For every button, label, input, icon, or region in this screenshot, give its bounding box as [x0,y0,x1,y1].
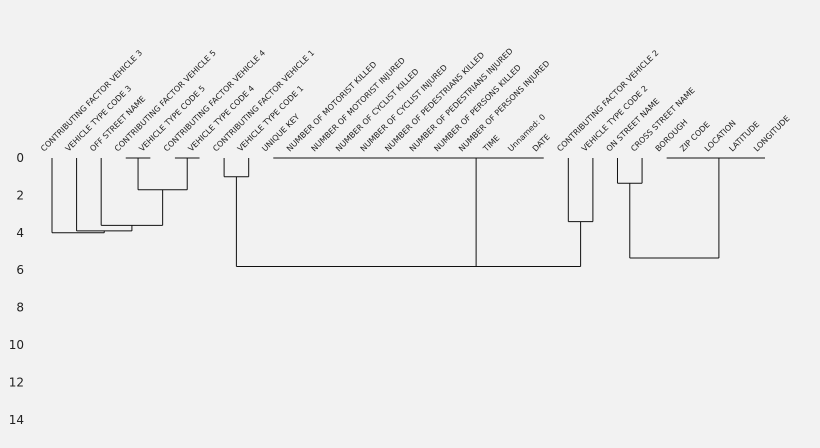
y-tick-label: 0 [16,151,24,165]
leaf-label: DATE [531,132,552,153]
y-tick-label: 2 [16,188,24,202]
y-tick-label: 6 [16,263,24,277]
y-axis: 0 2 4 6 8 10 12 14 [9,151,24,427]
leaf-label: NUMBER OF MOTORIST KILLED [285,60,379,154]
y-tick-label: 10 [9,338,24,352]
leaf-label: LONGITUDE [752,114,792,154]
y-tick-label: 4 [16,226,24,240]
y-tick-label: 12 [9,375,24,389]
dendrogram-links [51,157,765,267]
y-tick-label: 14 [9,413,24,427]
y-tick-label: 8 [16,301,24,315]
leaf-label: TIME [481,133,502,154]
